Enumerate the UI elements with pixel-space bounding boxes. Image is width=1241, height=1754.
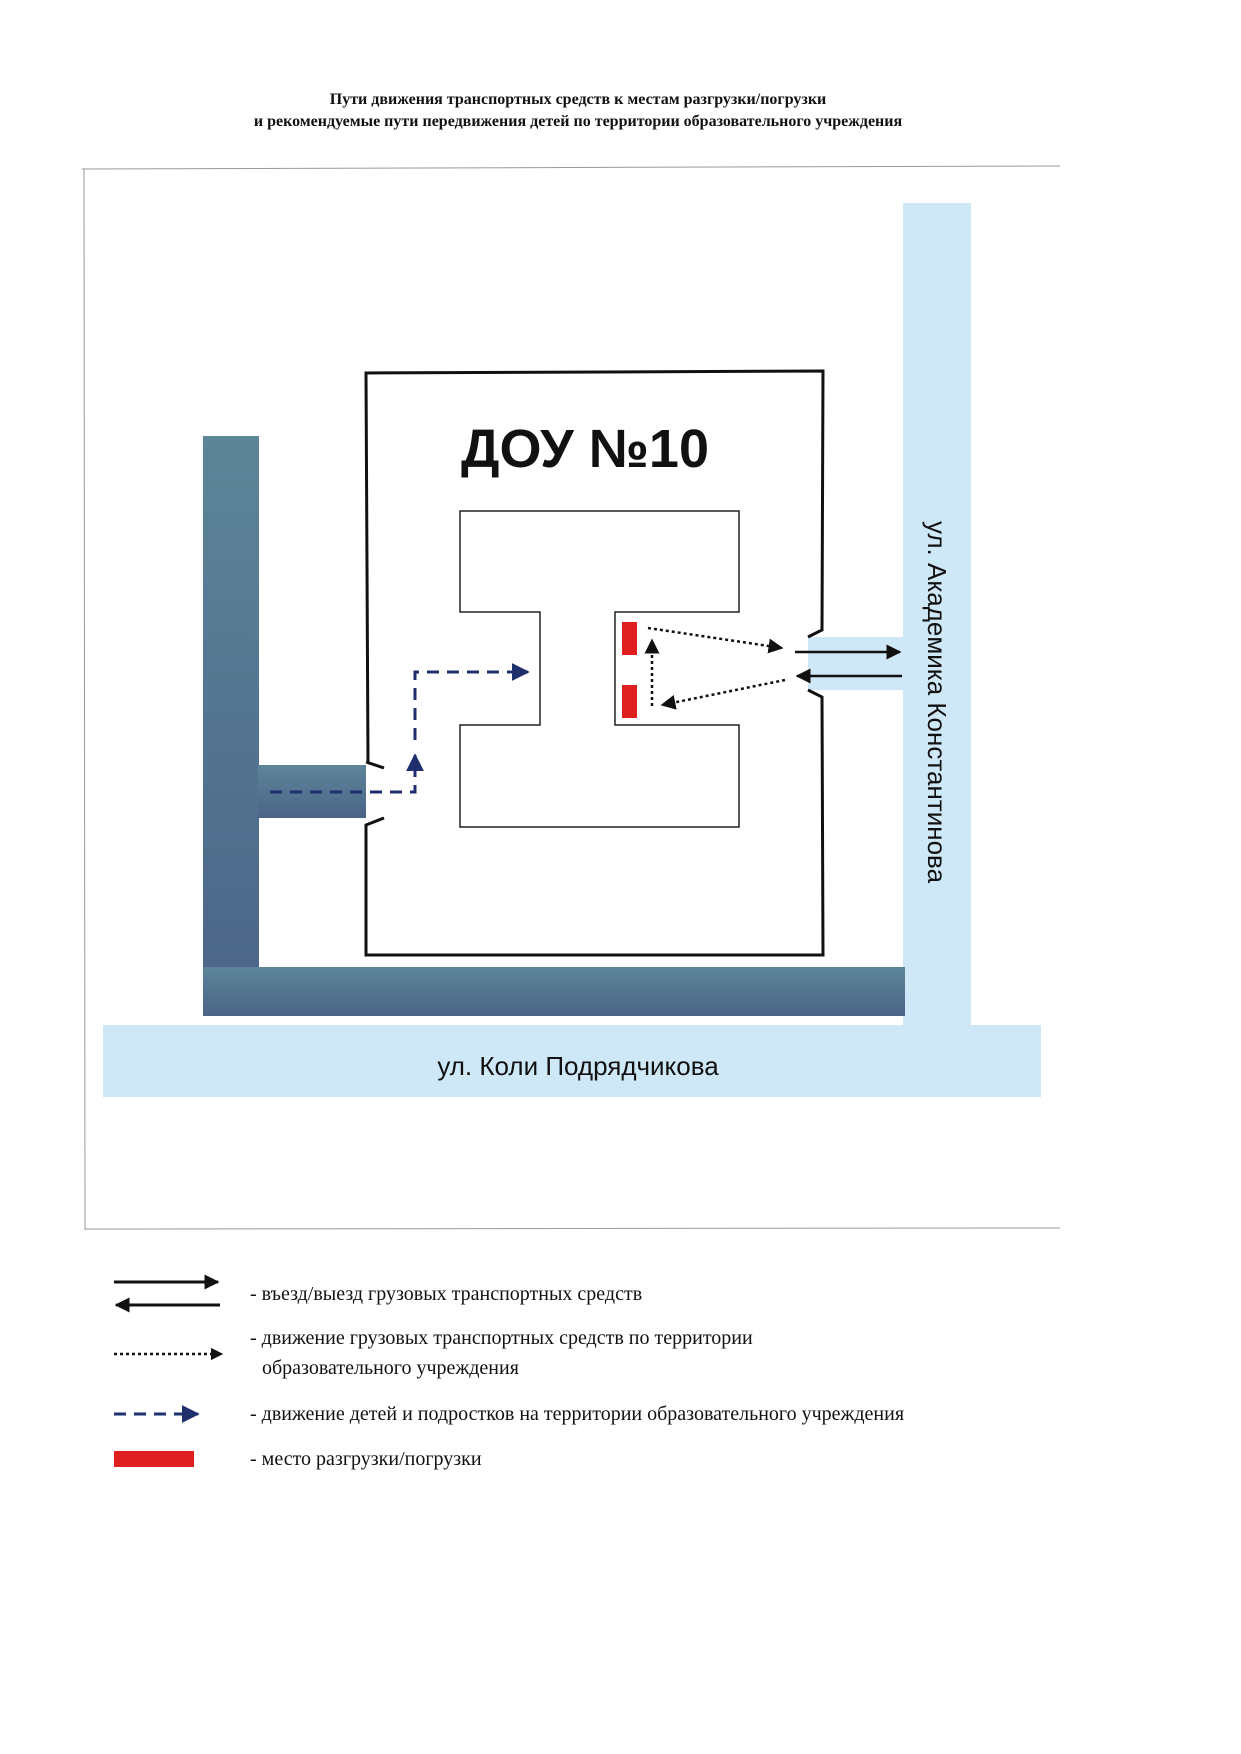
unloading-place xyxy=(622,685,637,718)
street-label-right: ул. Академика Константинова xyxy=(922,521,952,884)
street-bottom xyxy=(103,1025,1041,1097)
legend-text: образовательного учреждения xyxy=(262,1357,519,1379)
truck-territory-path xyxy=(644,626,786,710)
legend-text: - движение детей и подростков на террито… xyxy=(250,1403,904,1425)
truck-entry-arrows xyxy=(795,644,902,684)
legend-text: - въезд/выезд грузовых транспортных сред… xyxy=(250,1283,642,1305)
map-frame xyxy=(81,165,1061,1231)
legend-text: - движение грузовых транспортных средств… xyxy=(250,1327,753,1349)
building xyxy=(459,510,740,828)
title-line-2: и рекомендуемые пути передвижения детей … xyxy=(254,113,903,130)
title-line-1: Пути движения транспортных средств к мес… xyxy=(330,91,827,108)
street-right xyxy=(903,203,971,1028)
territory-road xyxy=(203,436,905,1016)
legend-text: - место разгрузки/погрузки xyxy=(250,1448,482,1470)
building-label: ДОУ №10 xyxy=(461,419,709,479)
red-rectangle-icon xyxy=(114,1451,194,1467)
two-way-arrows-icon xyxy=(114,1274,220,1313)
street-label-bottom: ул. Коли Подрядчикова xyxy=(437,1051,719,1081)
legend: - въезд/выезд грузовых транспортных сред… xyxy=(114,1274,904,1470)
children-path xyxy=(270,663,530,794)
territory-fence xyxy=(364,369,825,957)
unloading-place xyxy=(622,622,637,655)
